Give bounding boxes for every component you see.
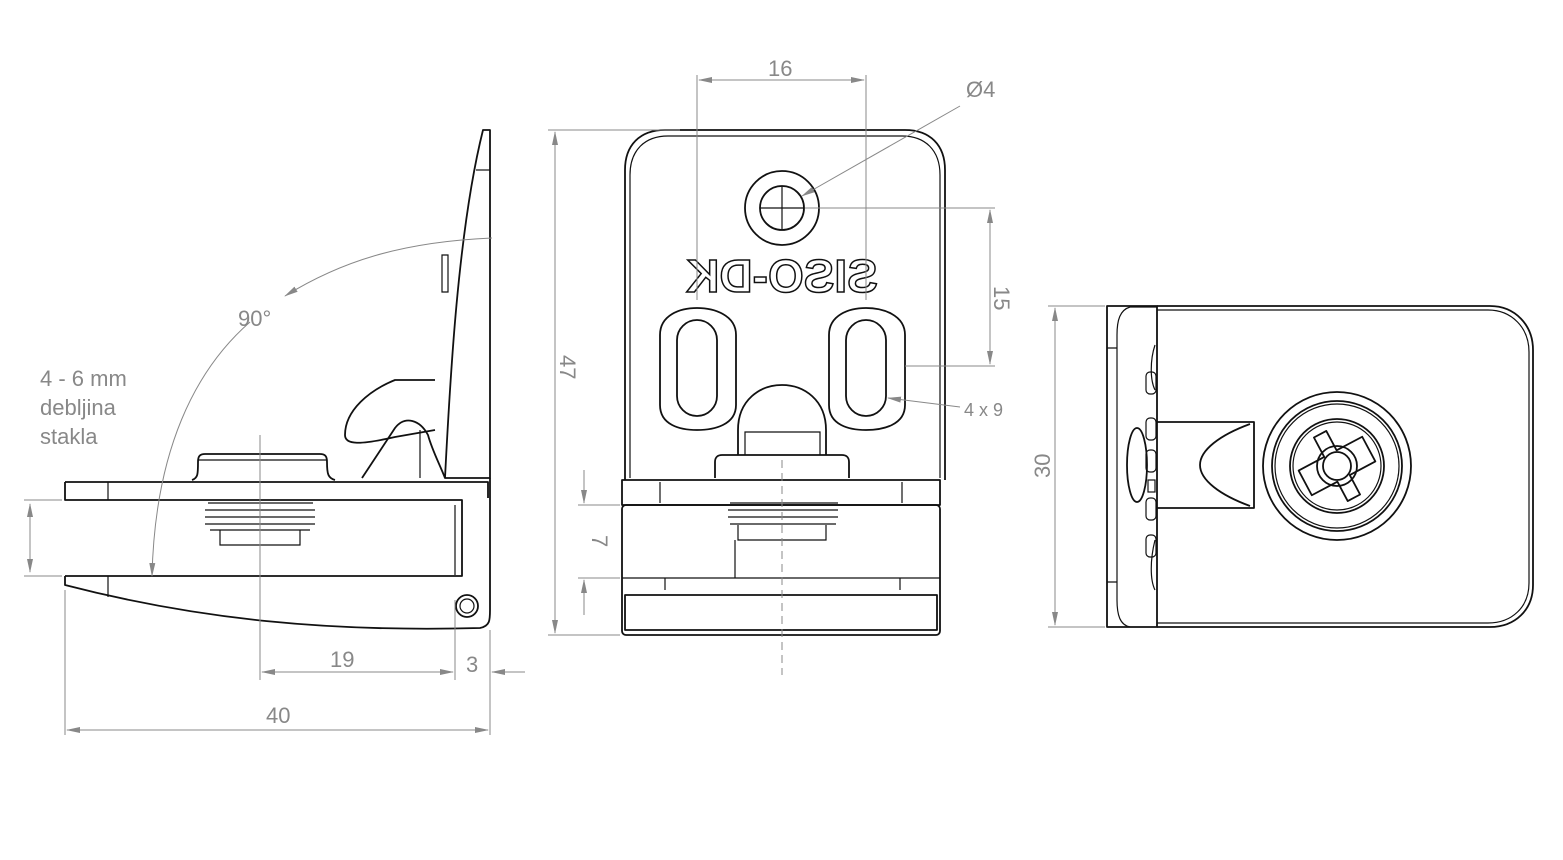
dim-47: 47 [555,355,580,379]
dim-hole-diameter: Ø4 [966,77,995,102]
glass-thickness-label: 4 - 6 mm [40,366,127,391]
angle-label: 90° [238,306,271,331]
phillips-screw-icon [1297,430,1377,502]
dim-3: 3 [466,652,478,677]
dim-30: 30 [1030,454,1055,478]
glass-thickness-label-2: debljina [40,395,117,420]
dim-slot-size: 4 x 9 [964,400,1003,420]
siso-dk-logo: SISO-DK [686,250,878,302]
dim-19: 19 [330,647,354,672]
dim-40: 40 [266,703,290,728]
dim-15: 15 [989,286,1014,310]
top-view: 30 [1030,305,1534,628]
dim-16: 16 [768,56,792,81]
front-view: SISO-DK 16 Ø4 15 [548,56,1014,675]
glass-thickness-label-3: stakla [40,424,98,449]
side-view: 90° 4 - 6 mm debljina stakla 19 3 40 [24,129,525,735]
slot-left [659,307,737,431]
dim-7: 7 [587,535,612,547]
slot-right [828,307,906,431]
